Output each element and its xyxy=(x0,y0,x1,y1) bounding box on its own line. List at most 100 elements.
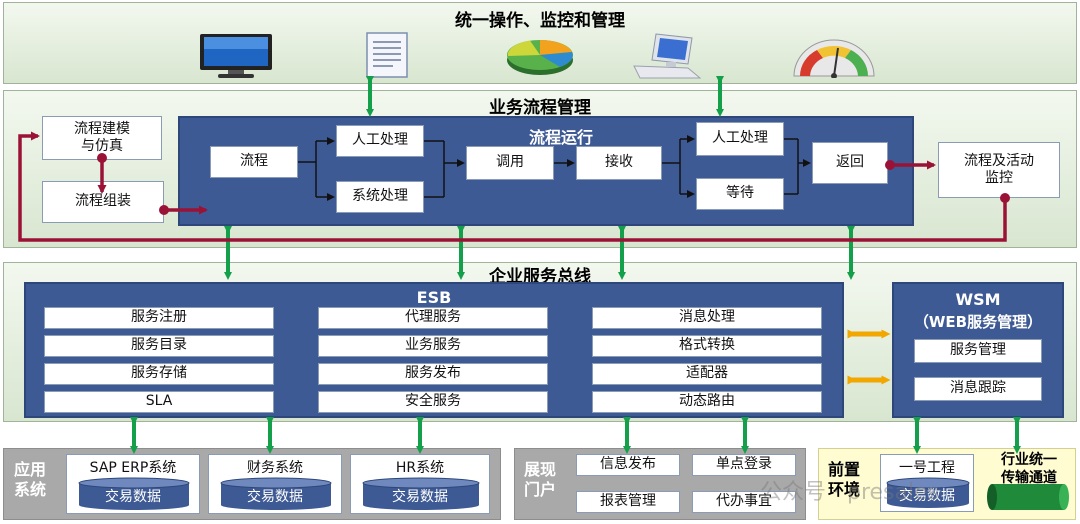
wait-node: 等待 xyxy=(696,178,784,210)
portal-item-label: 报表管理 xyxy=(600,493,656,510)
invoke-node: 调用 xyxy=(466,146,554,180)
esb-item-label: 格式转换 xyxy=(679,337,735,354)
manual-process-node-1-label: 人工处理 xyxy=(352,132,408,149)
esb-item-label: 服务注册 xyxy=(131,309,187,326)
esb-item-label: 服务目录 xyxy=(131,337,187,354)
database-icon xyxy=(78,477,190,510)
wsm-title-line-2: （WEB服务管理） xyxy=(913,313,1043,331)
feedback-loop xyxy=(18,131,1007,242)
portal-label: 展现 门户 xyxy=(524,460,557,499)
portal-item: 报表管理 xyxy=(576,491,680,513)
esb-item-label: SLA xyxy=(145,393,173,410)
app-systems-label: 应用 系统 xyxy=(14,460,47,499)
esb-item-label: 业务服务 xyxy=(405,337,461,354)
portal-item: 代办事宜 xyxy=(692,491,796,513)
esb-item: 服务发布 xyxy=(318,363,548,385)
database-label: 交易数据 xyxy=(105,489,161,505)
esb-item-label: 安全服务 xyxy=(405,393,461,410)
system-name: HR系统 xyxy=(395,460,445,476)
wait-node-label: 等待 xyxy=(726,185,754,202)
receive-node: 接收 xyxy=(576,146,662,180)
front-env-label: 前置 环境 xyxy=(828,460,861,499)
portal-item: 信息发布 xyxy=(576,454,680,476)
flow-node-label: 流程 xyxy=(240,153,268,170)
esb-item: 消息处理 xyxy=(592,307,822,329)
manual-process-node-1: 人工处理 xyxy=(336,125,424,157)
esb-item-label: 消息处理 xyxy=(679,309,735,326)
flow-node: 流程 xyxy=(210,146,298,178)
orange-connector-arrows xyxy=(847,329,891,385)
process-run-title: 流程运行 xyxy=(528,128,593,147)
feedback-dot xyxy=(885,160,895,170)
esb-item: 安全服务 xyxy=(318,391,548,413)
transmission-channel-label: 行业统一 传输通道 xyxy=(1001,452,1057,486)
wsm-item-label: 服务管理 xyxy=(950,342,1006,359)
system-process-node: 系统处理 xyxy=(336,181,424,213)
database-icon xyxy=(220,477,332,510)
portal-item-label: 单点登录 xyxy=(716,456,772,473)
system-card-project-one: 一号工程 交易数据 xyxy=(880,454,974,512)
portal-item: 单点登录 xyxy=(692,454,796,476)
system-card-hr: HR系统 交易数据 xyxy=(350,454,490,514)
esb-item: SLA xyxy=(44,391,274,413)
database-icon xyxy=(886,477,970,508)
esb-item: 适配器 xyxy=(592,363,822,385)
manual-process-node-2-label: 人工处理 xyxy=(712,130,768,147)
wsm-item: 服务管理 xyxy=(914,339,1042,363)
receive-node-label: 接收 xyxy=(605,154,633,171)
top-band-title: 统一操作、监控和管理 xyxy=(455,11,625,31)
esb-item: 业务服务 xyxy=(318,335,548,357)
pie-chart-icon xyxy=(507,40,573,75)
computer-icon xyxy=(633,33,702,79)
esb-item: 格式转换 xyxy=(592,335,822,357)
system-name: SAP ERP系统 xyxy=(89,460,177,476)
gauge-icon xyxy=(793,39,875,78)
manual-process-node-2: 人工处理 xyxy=(696,122,784,156)
esb-title: ESB xyxy=(416,288,452,307)
feedback-line xyxy=(18,131,1007,242)
return-node: 返回 xyxy=(812,142,888,184)
feedback-dot xyxy=(159,205,169,215)
system-card-sap: SAP ERP系统 交易数据 xyxy=(66,454,200,514)
process-flow-lines xyxy=(298,135,811,201)
watermark: 公众号 · presales xyxy=(760,480,940,505)
esb-item-label: 适配器 xyxy=(686,365,728,382)
database-label: 交易数据 xyxy=(247,489,303,505)
database-icon xyxy=(362,477,480,510)
system-card-finance: 财务系统 交易数据 xyxy=(208,454,342,514)
wsm-item: 消息跟踪 xyxy=(914,377,1042,401)
esb-item: 代理服务 xyxy=(318,307,548,329)
wsm-item-label: 消息跟踪 xyxy=(950,380,1006,397)
esb-item-label: 动态路由 xyxy=(679,393,735,410)
database-label: 交易数据 xyxy=(392,489,448,505)
database-label: 交易数据 xyxy=(899,488,955,504)
feedback-loop-dots xyxy=(97,153,1010,215)
document-icon xyxy=(366,32,408,78)
bpm-band-title: 业务流程管理 xyxy=(489,98,591,118)
feedback-dot xyxy=(1000,193,1010,203)
feedback-dot xyxy=(97,153,107,163)
esb-item-label: 服务存储 xyxy=(131,365,187,382)
esb-item-label: 代理服务 xyxy=(405,309,461,326)
transmission-channel-icon xyxy=(987,484,1069,510)
process-monitor-label: 流程及活动 监控 xyxy=(964,152,1034,187)
esb-item-label: 服务发布 xyxy=(405,365,461,382)
green-connector-arrows xyxy=(130,76,1021,454)
process-modeling-box: 流程建模 与仿真 xyxy=(42,116,162,160)
process-modeling-label: 流程建模 与仿真 xyxy=(74,120,130,155)
system-process-node-label: 系统处理 xyxy=(352,188,408,205)
return-node-label: 返回 xyxy=(836,154,864,171)
process-monitor-box: 流程及活动 监控 xyxy=(938,142,1060,198)
monitor-icon xyxy=(200,34,272,78)
portal-item-label: 代办事宜 xyxy=(716,493,772,510)
process-assembly-label: 流程组装 xyxy=(75,193,131,210)
system-name: 一号工程 xyxy=(899,460,955,476)
wsm-title-line-1: WSM xyxy=(955,290,1001,309)
esb-item: 服务目录 xyxy=(44,335,274,357)
system-name: 财务系统 xyxy=(247,460,303,476)
esb-item: 服务注册 xyxy=(44,307,274,329)
esb-item: 服务存储 xyxy=(44,363,274,385)
portal-item-label: 信息发布 xyxy=(600,456,656,473)
esb-item: 动态路由 xyxy=(592,391,822,413)
